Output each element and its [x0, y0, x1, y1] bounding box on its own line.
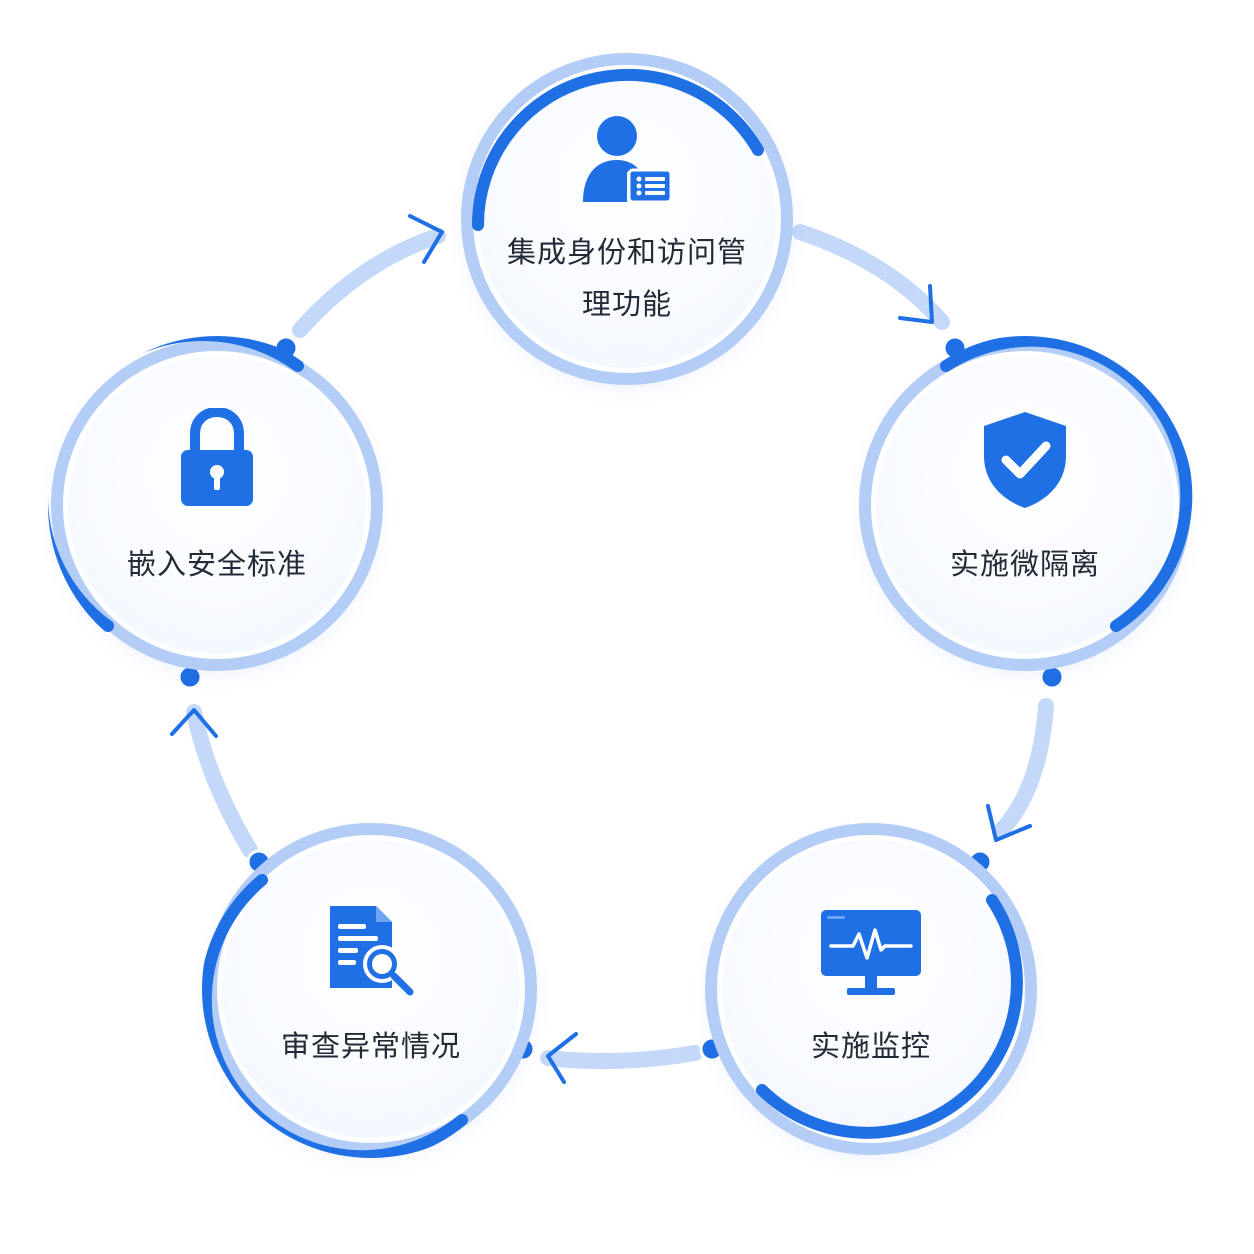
connector-dot [177, 664, 203, 690]
connector-dot [246, 849, 272, 875]
user-id-card-icon [583, 116, 673, 204]
arrow-head-standards [170, 708, 218, 738]
connector-identity-to-microseg [792, 224, 950, 330]
padlock-icon [181, 408, 253, 506]
shield-check-icon [984, 412, 1066, 508]
node-audit: 审查异常情况 [202, 823, 537, 1158]
node-label-identity: 集成身份和访问管理功能 [506, 235, 747, 321]
node-label-audit: 审查异常情况 [280, 1029, 461, 1063]
connector-audit-to-standards [186, 704, 258, 858]
node-identity-access: 集成身份和访问管理功能 [461, 53, 793, 385]
document-search-icon [330, 906, 414, 996]
arrow-head-identity [408, 214, 444, 264]
connector-dot [273, 335, 299, 361]
connector-standards-to-identity [292, 228, 446, 338]
node-monitoring: 实施监控 [705, 823, 1037, 1155]
node-label-monitor: 实施监控 [810, 1029, 931, 1063]
connector-dot [1039, 664, 1065, 690]
connector-dot [942, 335, 968, 361]
connector-monitor-to-audit [540, 1045, 703, 1070]
arrow-head-audit [546, 1032, 578, 1084]
arrow-head-microseg [898, 284, 934, 324]
connector-dot [699, 1036, 725, 1062]
node-microsegmentation: 实施微隔离 [859, 336, 1193, 671]
connector-microseg-to-monitor [992, 698, 1054, 840]
node-label-standards: 嵌入安全标准 [126, 547, 307, 581]
connector-dot [967, 849, 993, 875]
node-security-standards: 嵌入安全标准 [48, 336, 383, 671]
monitor-pulse-icon [821, 910, 921, 995]
node-label-microseg: 实施微隔离 [949, 547, 1100, 581]
